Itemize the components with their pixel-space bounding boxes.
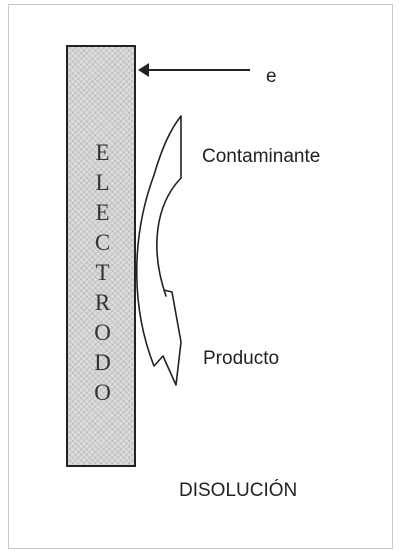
electrode: E L E C T R O D O <box>66 45 136 467</box>
contaminant-label: Contaminante <box>202 146 321 167</box>
curved-arrow-icon <box>135 115 182 386</box>
electrode-letter: C <box>94 230 112 255</box>
electrode-letter: O <box>94 380 112 405</box>
electrode-letter: L <box>95 170 111 195</box>
solution-label: DISOLUCIÓN <box>179 480 298 501</box>
electrode-letter: T <box>95 260 111 285</box>
electrode-letter: E <box>95 140 111 165</box>
electrode-letter: O <box>94 320 112 345</box>
electrode-letter: D <box>94 350 112 375</box>
electron-label: e <box>266 66 277 87</box>
electrode-letter: R <box>94 290 112 315</box>
electrode-letter: E <box>95 200 111 225</box>
product-label: Producto <box>203 348 280 369</box>
left-arrow-icon <box>138 63 250 77</box>
